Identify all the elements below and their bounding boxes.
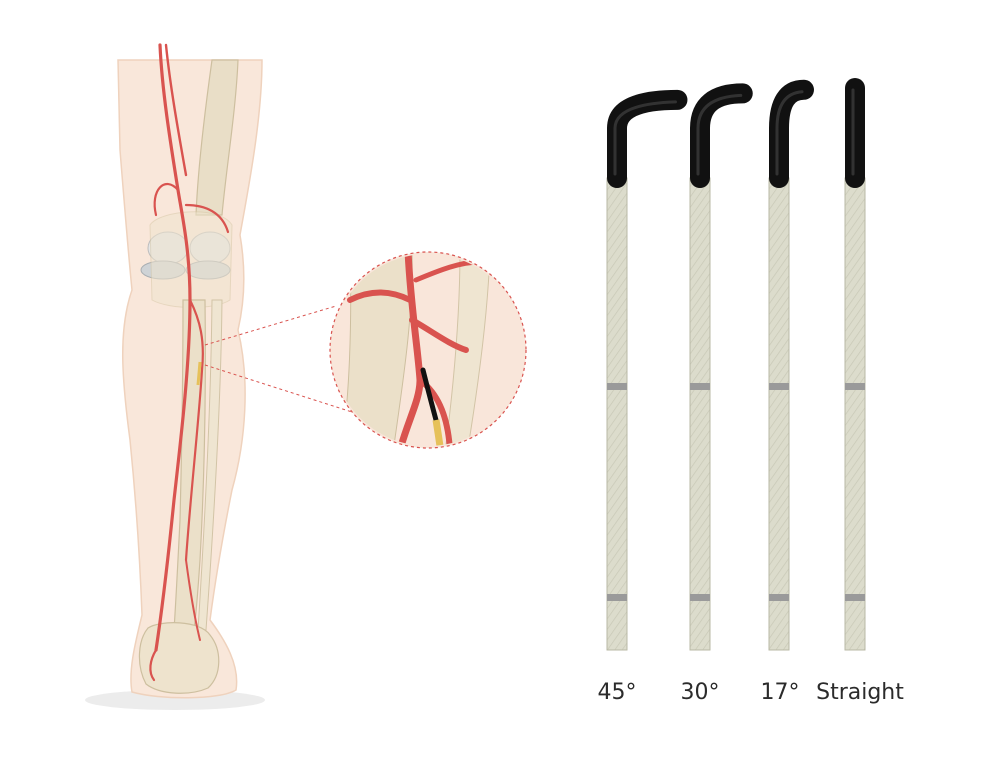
marker-band [607, 594, 627, 601]
foot-bones [138, 622, 220, 694]
catheter-straight [844, 78, 866, 651]
catheter-tip-highlight [775, 90, 804, 176]
catheter-tip-highlight [613, 100, 677, 176]
femur-bone [195, 59, 239, 216]
catheter-tip-highlight [696, 93, 743, 176]
marker-band [845, 383, 865, 390]
marker-band [845, 594, 865, 601]
zoom-connector-lines [204, 305, 353, 413]
catheter-label-30: 30° [680, 680, 720, 705]
leg-anatomy-illustration [85, 43, 265, 710]
catheter-shaft [689, 177, 711, 651]
marker-band [769, 594, 789, 601]
catheter-shaft [844, 177, 866, 651]
catheter-label-17: 17° [760, 680, 800, 705]
marker-band [690, 594, 710, 601]
magnified-catheter-detail [329, 251, 527, 449]
catheter-45-deg [606, 89, 688, 651]
marker-band [769, 383, 789, 390]
marker-band [690, 383, 710, 390]
catheter-group [606, 78, 866, 651]
leg-catheter-hint [196, 361, 202, 386]
catheter-shaft [768, 177, 790, 651]
catheter-shaft [606, 177, 628, 651]
knee-bone-block [149, 211, 233, 308]
catheter-17-deg [768, 79, 814, 651]
catheter-label-45: 45° [597, 680, 637, 705]
leg-arteries [149, 43, 230, 682]
marker-band [607, 383, 627, 390]
catheter-label-straight: Straight [816, 680, 904, 705]
catheter-30-deg [689, 83, 753, 651]
